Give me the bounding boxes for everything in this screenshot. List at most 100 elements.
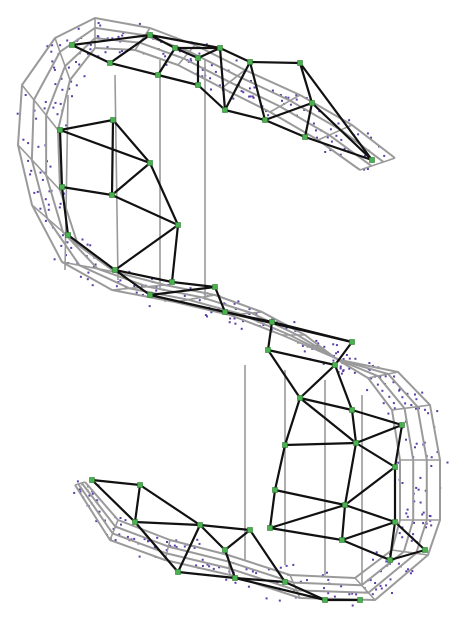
sample-point xyxy=(351,604,354,607)
graph-edge-60 xyxy=(393,423,404,469)
sample-point xyxy=(372,558,374,561)
sample-point xyxy=(267,114,270,117)
sample-point xyxy=(228,321,231,324)
sample-point xyxy=(370,136,372,139)
sample-point xyxy=(121,34,124,37)
graph-edge-81 xyxy=(198,523,252,532)
sample-point xyxy=(77,27,80,30)
grid-rib-1 xyxy=(114,74,119,281)
sample-point xyxy=(201,75,204,78)
sample-point xyxy=(162,52,165,55)
sample-point xyxy=(119,517,122,519)
sample-point xyxy=(387,412,390,415)
sample-point xyxy=(138,555,141,558)
graph-edge-54 xyxy=(283,396,302,447)
graph-edge-77 xyxy=(90,478,137,524)
graph-edge-85 xyxy=(223,528,252,552)
sample-point xyxy=(212,567,215,570)
sample-point xyxy=(126,535,129,538)
sample-point xyxy=(205,43,208,46)
sample-point xyxy=(91,284,94,287)
sample-point xyxy=(430,456,433,459)
graph-edge-6 xyxy=(156,73,200,87)
sample-point xyxy=(295,98,298,101)
sample-point xyxy=(417,488,420,491)
sample-point xyxy=(66,241,69,244)
sample-point xyxy=(70,80,73,83)
sample-point xyxy=(251,95,254,98)
sample-point xyxy=(44,219,47,222)
sample-point xyxy=(62,234,64,237)
graph-edge-69 xyxy=(340,503,347,542)
graph-node-41 xyxy=(339,537,345,543)
graph-node-36 xyxy=(392,464,398,470)
graph-node-7 xyxy=(297,60,303,66)
sample-point xyxy=(301,344,304,347)
sample-point xyxy=(279,94,282,96)
sample-point xyxy=(383,154,386,157)
grid-rail-3 xyxy=(57,47,401,579)
sample-point xyxy=(83,75,86,78)
sample-point xyxy=(39,171,42,174)
sample-point xyxy=(299,580,302,583)
sample-point xyxy=(51,60,54,63)
sample-point xyxy=(421,391,424,394)
sample-point xyxy=(97,22,100,24)
sample-point xyxy=(51,44,54,47)
sample-point xyxy=(384,375,387,378)
grid-rung-0 xyxy=(359,157,396,171)
sample-point xyxy=(27,159,30,162)
sample-point xyxy=(190,60,193,63)
sample-point xyxy=(326,571,328,574)
sample-point xyxy=(335,352,338,355)
sample-point xyxy=(89,244,92,247)
graph-edge-90 xyxy=(283,580,327,602)
graph-node-23 xyxy=(169,279,175,285)
sample-point xyxy=(86,243,89,246)
graph-node-38 xyxy=(342,502,348,508)
sample-point xyxy=(411,570,414,573)
graph-node-47 xyxy=(197,522,203,528)
sample-point xyxy=(357,133,360,136)
sample-point xyxy=(419,501,422,504)
graph-edge-49 xyxy=(266,348,302,400)
sample-point xyxy=(392,381,395,384)
sample-point xyxy=(409,572,412,575)
sample-point xyxy=(407,568,409,571)
graph-edge-2 xyxy=(108,33,152,65)
sample-point xyxy=(183,294,186,297)
graph-node-20 xyxy=(175,222,181,228)
sample-point xyxy=(60,77,63,80)
graph-edge-21 xyxy=(310,101,374,162)
sample-point xyxy=(381,389,384,392)
graph-edge-80 xyxy=(133,520,202,527)
sample-point xyxy=(198,542,201,545)
sample-point xyxy=(193,546,196,549)
grid-rung-3 xyxy=(221,69,246,89)
graph-edge-76 xyxy=(90,478,142,487)
grid-rung-9 xyxy=(17,144,61,191)
sample-point xyxy=(323,345,326,348)
sample-point xyxy=(248,313,251,315)
graph-node-45 xyxy=(137,482,143,488)
sample-point xyxy=(119,279,122,282)
sample-point xyxy=(89,43,92,46)
graph-node-42 xyxy=(387,557,393,563)
graph-node-52 xyxy=(322,597,328,603)
graph-node-53 xyxy=(357,597,363,603)
sample-point xyxy=(324,151,327,153)
sample-point xyxy=(375,551,378,554)
sample-point xyxy=(335,344,338,347)
sample-point xyxy=(198,52,201,55)
sample-point xyxy=(189,287,192,290)
sample-point xyxy=(366,168,369,170)
sample-point xyxy=(66,39,69,42)
sample-point xyxy=(247,585,250,588)
sample-point xyxy=(86,278,89,281)
sample-point xyxy=(248,95,251,98)
graph-edge-38 xyxy=(170,223,180,284)
sample-point xyxy=(329,128,332,131)
sample-point xyxy=(267,568,270,571)
sample-point xyxy=(285,564,288,567)
graph-node-14 xyxy=(369,157,375,163)
